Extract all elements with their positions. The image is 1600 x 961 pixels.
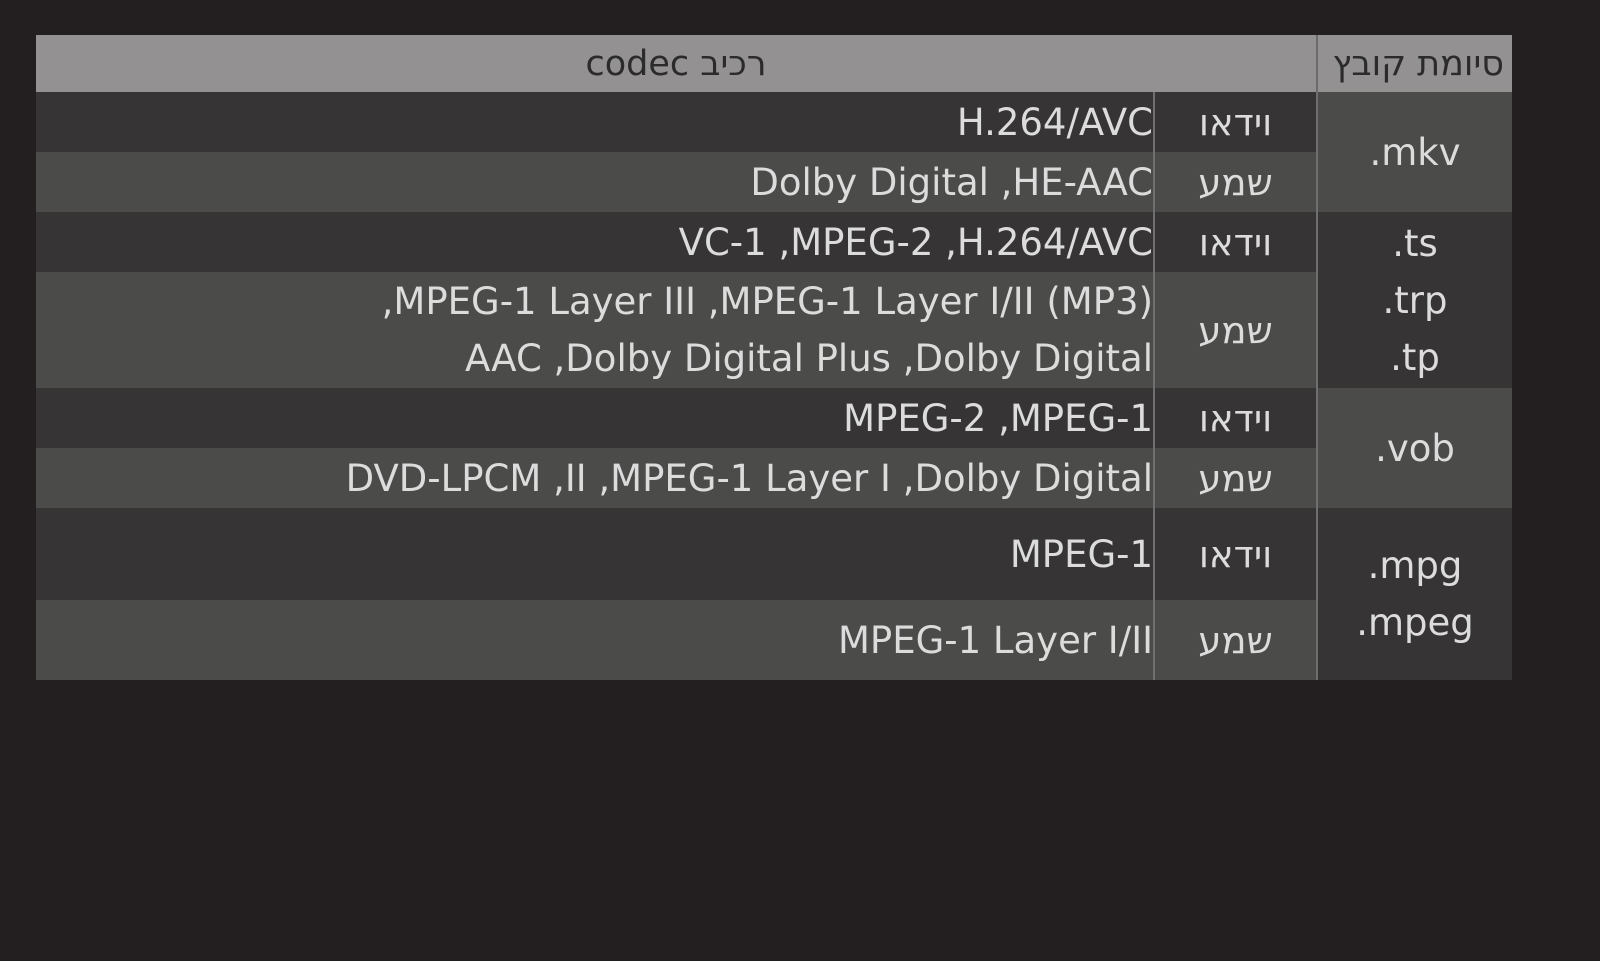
type-label-audio: שמע [1153,600,1318,680]
ext-label: .trp [1382,278,1448,322]
type-label-video: וידאו [1153,388,1318,448]
ext-label: .tp [1390,335,1440,379]
type-label-video: וידאו [1153,508,1318,600]
type-label-video: וידאו [1153,92,1318,152]
codec-table: סיומת קובץ רכיב codec .mkv וידאו H.264/A… [36,35,1513,680]
codec-value-line: (MP3) MPEG-1 Layer III ,MPEG-1 Layer I/I… [381,280,1154,323]
codec-value: Dolby Digital ,HE-AAC [750,160,1154,204]
ext-cell-mkv: .mkv [1316,92,1513,212]
codec-value: MPEG-1 Layer I/II [837,618,1154,662]
table-row: שמע MPEG-1 Layer I/II [36,600,1513,680]
codec-value: VC-1 ,MPEG-2 ,H.264/AVC [678,220,1154,264]
ext-label: .mkv [1369,130,1461,174]
type-label-audio: שמע [1153,152,1318,212]
table-row: .vob וידאו MPEG-2 ,MPEG-1 [36,388,1513,508]
ext-cell-mpg: .mpg .mpeg [1316,508,1513,680]
table-row: .mpg .mpeg וידאו MPEG-1 [36,508,1513,680]
ext-cell-vob: .vob [1316,388,1513,508]
ext-cell-ts: .ts .trp .tp [1316,212,1513,388]
type-label-audio: שמע [1153,448,1318,508]
codec-value: MPEG-1 [1009,532,1154,576]
header-codec: רכיב codec [36,35,1318,92]
table-row: שמע Dolby Digital ,HE-AAC [36,152,1513,212]
codec-value-line: AAC ,Dolby Digital Plus ,Dolby Digital [464,337,1154,380]
ext-label: .vob [1375,426,1455,470]
table-row: .ts .trp .tp וידאו VC-1 ,MPEG-2 ,H.264/A… [36,212,1513,388]
type-label-audio: שמע [1153,272,1318,388]
codec-value: DVD-LPCM ,II ,MPEG-1 Layer I ,Dolby Digi… [345,456,1154,500]
ext-label: .mpeg [1356,601,1474,644]
header-file-extension: סיומת קובץ [1316,35,1513,92]
type-label-video: וידאו [1153,212,1318,272]
codec-value: MPEG-2 ,MPEG-1 [843,396,1154,440]
codec-value: H.264/AVC [956,100,1154,144]
ext-label: .mpg [1367,544,1463,587]
table-row: שמע (MP3) MPEG-1 Layer III ,MPEG-1 Layer… [36,272,1513,388]
table-row: .mkv וידאו H.264/AVC [36,92,1513,212]
table-header-row: סיומת קובץ רכיב codec [36,35,1513,92]
table-row: שמע DVD-LPCM ,II ,MPEG-1 Layer I ,Dolby … [36,448,1513,508]
ext-label: .ts [1392,221,1438,265]
codec-value: (MP3) MPEG-1 Layer III ,MPEG-1 Layer I/I… [36,272,1154,388]
